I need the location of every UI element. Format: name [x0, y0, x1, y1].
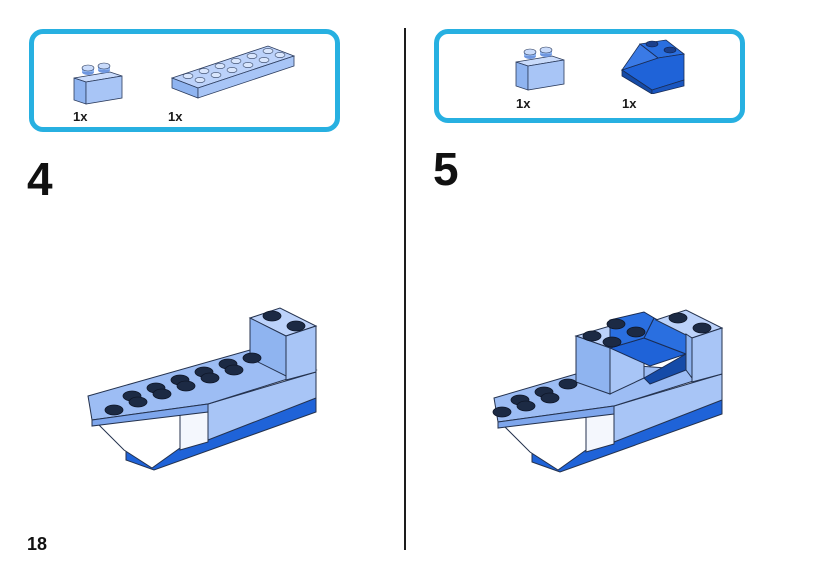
page-divider [404, 28, 406, 550]
page-number: 18 [27, 534, 48, 554]
model-step-4-illustration [87, 307, 318, 471]
parts-callout-step-5 [434, 29, 745, 123]
brick-1x2-light-blue-icon [73, 62, 123, 105]
model-step-5-illustration [492, 309, 724, 473]
part-quantity: 1x [516, 96, 531, 111]
part-quantity: 1x [168, 109, 183, 124]
brick-1x2-light-blue-icon [515, 46, 565, 91]
step-number: 4 [27, 153, 53, 205]
part-quantity: 1x [73, 109, 88, 124]
plate-2x6-light-blue-icon [170, 45, 296, 99]
slope-2x2-blue-icon [620, 39, 685, 94]
part-quantity: 1x [622, 96, 637, 111]
step-number: 5 [433, 143, 459, 195]
